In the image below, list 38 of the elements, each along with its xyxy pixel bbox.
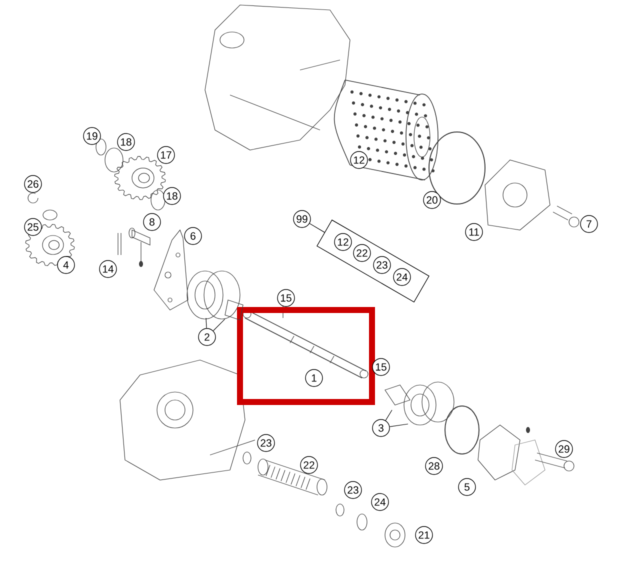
callout-number: 4	[57, 256, 75, 274]
callout-number: 7	[580, 215, 598, 233]
callout-number: 15	[372, 358, 390, 376]
coupling-drawing	[224, 300, 244, 320]
callout-number: 23	[257, 434, 275, 452]
callout-number: 99	[293, 210, 311, 228]
callout-number: 2	[198, 328, 216, 346]
callout-number: 23	[344, 481, 362, 499]
callout-number: 8	[143, 213, 161, 231]
callout-number: 6	[184, 227, 202, 245]
callout-number: 5	[458, 478, 476, 496]
callout-number: 24	[393, 268, 411, 286]
callout-number: 20	[423, 191, 441, 209]
callout-number: 3	[372, 419, 390, 437]
callout-number: 18	[117, 133, 135, 151]
leader-line	[206, 318, 207, 328]
leader-line	[212, 318, 226, 332]
callout-number: 21	[415, 526, 433, 544]
callout-number: 18	[163, 187, 181, 205]
callout-number: 14	[99, 260, 117, 278]
callout-number: 24	[371, 493, 389, 511]
callout-number: 22	[353, 244, 371, 262]
callout-number: 29	[555, 440, 573, 458]
callout-number: 26	[24, 175, 42, 193]
callout-number: 12	[334, 233, 352, 251]
callout-number: 22	[300, 456, 318, 474]
leader-line	[389, 424, 408, 427]
callout-number: 11	[465, 223, 483, 241]
leader-line	[309, 223, 325, 233]
callout-number: 19	[83, 127, 101, 145]
leader-line	[385, 410, 392, 421]
callout-number: 17	[157, 146, 175, 164]
callout-number: 25	[24, 218, 42, 236]
callout-number: 1	[305, 369, 323, 387]
callout-number: 28	[425, 457, 443, 475]
callout-number: 15	[277, 289, 295, 307]
callout-number: 12	[350, 151, 368, 169]
callout-number: 23	[373, 256, 391, 274]
